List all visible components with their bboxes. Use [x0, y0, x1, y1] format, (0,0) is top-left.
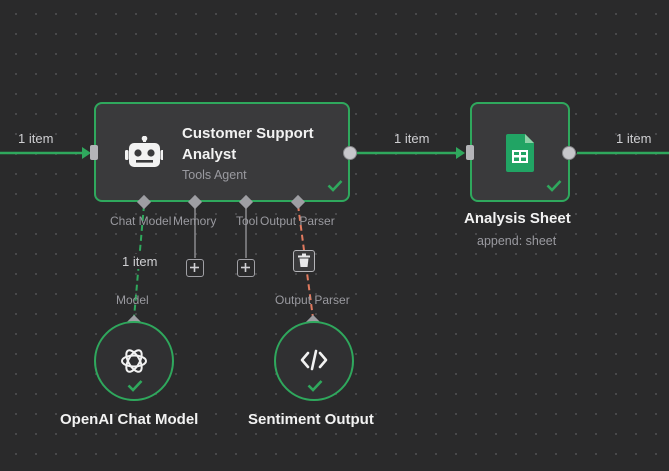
arrow-head-sheet: [456, 147, 465, 159]
agent-input-handle[interactable]: [90, 145, 98, 160]
add-memory-button[interactable]: [186, 259, 204, 277]
port-label-memory: Memory: [173, 214, 217, 228]
parser-input-label: Output Parser: [275, 293, 350, 307]
parser-node-title: Sentiment Output: [248, 411, 374, 428]
edge-label-model: 1 item: [121, 254, 159, 269]
sentiment-output-node[interactable]: [274, 321, 354, 401]
arrow-head-incoming: [82, 147, 91, 159]
success-checkmark-icon: [127, 379, 143, 397]
plus-icon: [187, 260, 202, 280]
edge-parser-link[interactable]: [297, 204, 314, 319]
success-checkmark-icon: [327, 179, 343, 197]
openai-chat-model-node[interactable]: [94, 321, 174, 401]
model-input-label: Model: [116, 293, 149, 307]
port-label-output-parser: Output Parser: [260, 214, 335, 228]
agent-output-handle[interactable]: [343, 146, 357, 160]
agent-subtitle: Tools Agent: [182, 168, 247, 182]
google-sheets-icon: [506, 134, 534, 177]
edge-label-incoming: 1 item: [18, 131, 54, 146]
plus-icon: [238, 260, 253, 280]
agent-node[interactable]: Customer Support Analyst Tools Agent: [94, 102, 350, 202]
analysis-sheet-node[interactable]: [470, 102, 570, 202]
agent-title-line1: Customer Support: [182, 125, 314, 142]
delete-connection-button[interactable]: [293, 250, 315, 272]
sheet-input-handle[interactable]: [466, 145, 474, 160]
openai-node-title: OpenAI Chat Model: [60, 411, 199, 428]
openai-logo-icon: [118, 345, 150, 382]
port-label-chat-model: Chat Model: [110, 214, 172, 228]
trash-icon: [297, 253, 311, 273]
edge-label-agent-sheet: 1 item: [394, 131, 430, 146]
robot-icon: [125, 135, 164, 175]
edge-model-link[interactable]: [133, 204, 145, 319]
agent-title-line2: Analyst: [182, 146, 237, 163]
sheet-subtitle: append: sheet: [477, 234, 557, 248]
edge-label-sheet-out: 1 item: [616, 131, 652, 146]
port-label-tool: Tool: [236, 214, 259, 228]
add-tool-button[interactable]: [237, 259, 255, 277]
code-brackets-icon: [300, 349, 328, 376]
sheet-title: Analysis Sheet: [464, 210, 571, 227]
sheet-output-handle[interactable]: [562, 146, 576, 160]
success-checkmark-icon: [546, 179, 562, 197]
success-checkmark-icon: [307, 379, 323, 397]
